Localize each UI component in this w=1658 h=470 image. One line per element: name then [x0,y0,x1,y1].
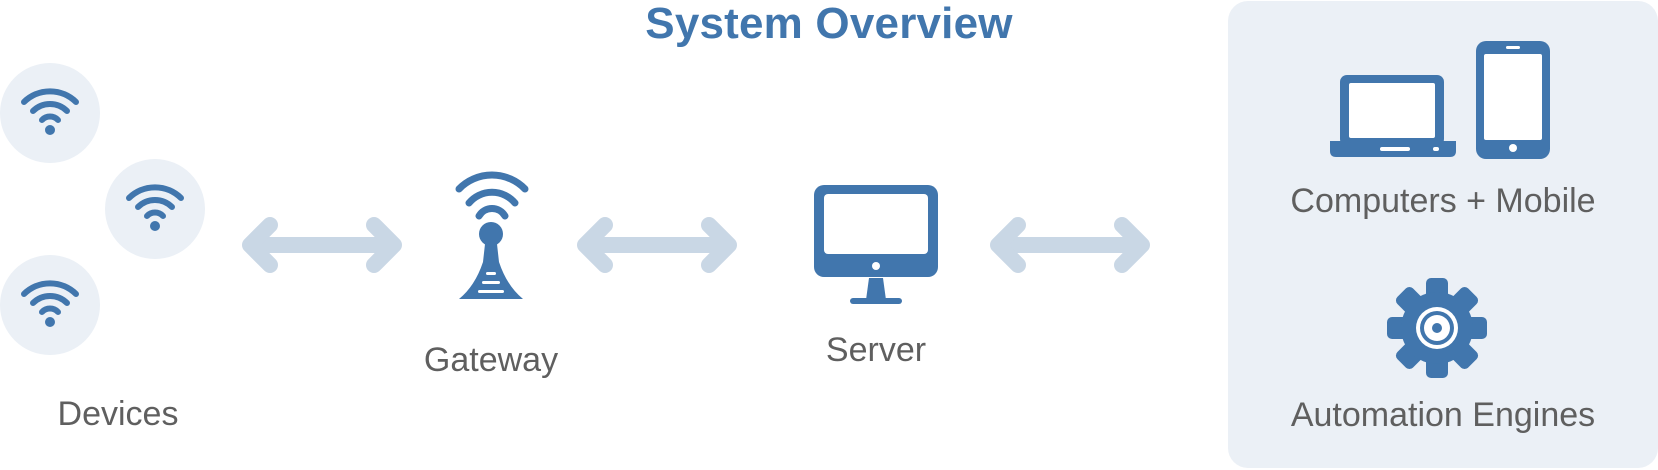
server-label: Server [825,331,927,369]
device-node-2 [105,159,205,259]
device-node-1 [0,63,100,163]
gateway-label: Gateway [423,341,559,379]
arrow-gateway-server-icon [585,225,729,265]
desktop-monitor-icon [814,185,938,304]
devices-label: Devices [57,395,179,433]
laptop-icon [1330,75,1456,157]
page-title: System Overview [645,0,1013,48]
device-node-3 [0,255,100,355]
gateway-antenna-icon [455,171,529,299]
gear-icon [1387,278,1487,378]
smartphone-icon [1476,41,1550,159]
automation-engines-label: Automation Engines [1290,396,1596,434]
computers-mobile-label: Computers + Mobile [1290,182,1596,220]
arrow-devices-gateway-icon [250,225,394,265]
arrow-server-clients-icon [998,225,1142,265]
